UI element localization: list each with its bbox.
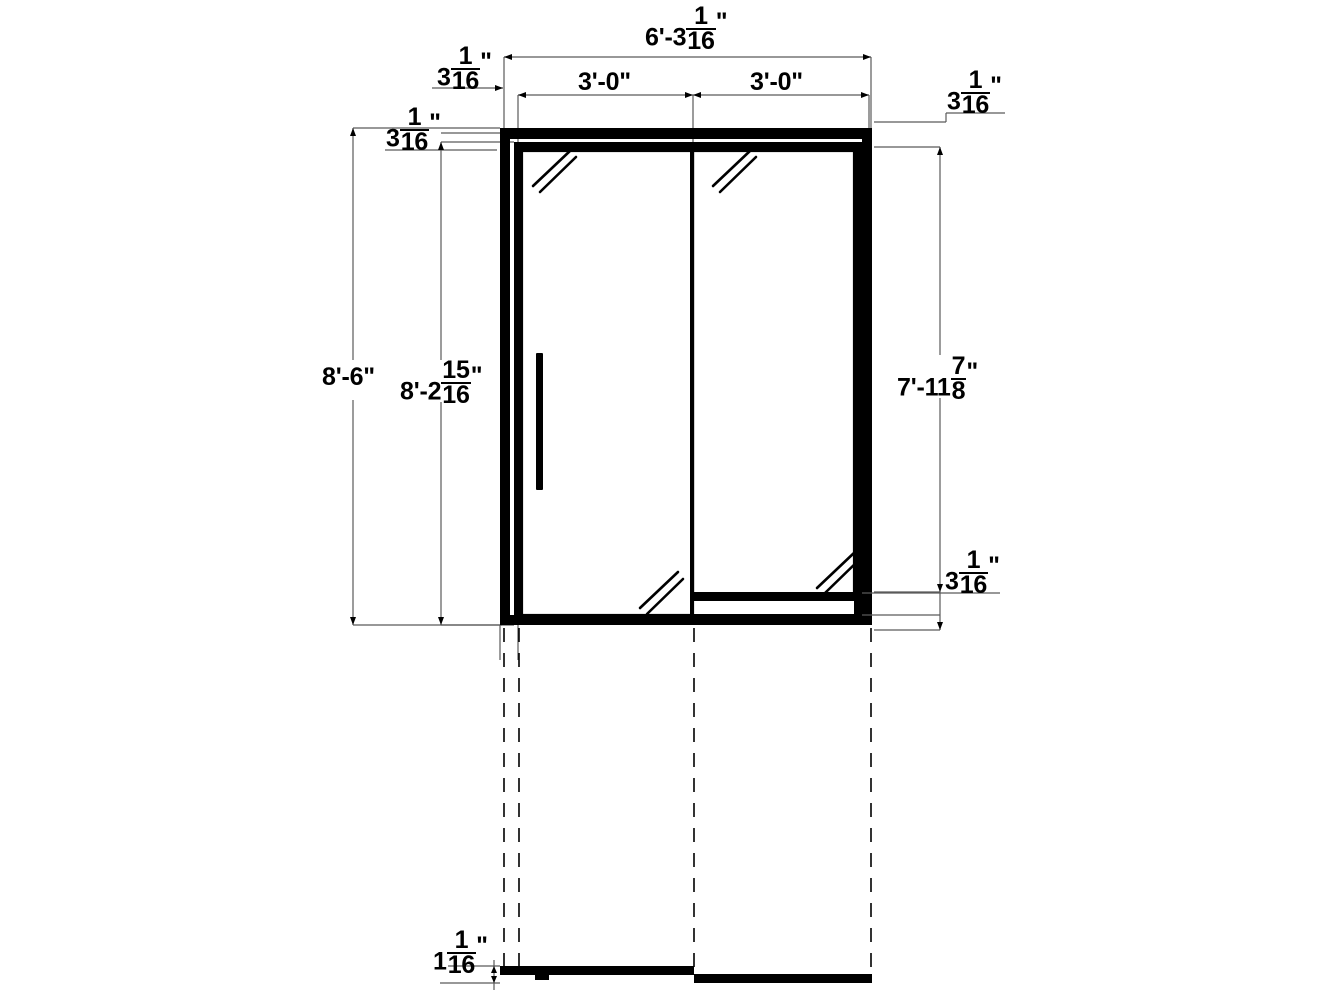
glass-hatch-left-top-1 — [531, 148, 573, 188]
projection-line-group — [503, 628, 872, 974]
bottom-rail-channel — [692, 599, 863, 616]
frame-sill — [500, 615, 872, 625]
center-stile — [690, 151, 694, 615]
floor-track-left — [500, 966, 694, 975]
arrow-panelR-right — [861, 92, 869, 98]
dim-rough-opening-height: 8'-6" — [322, 363, 375, 391]
left-glass-outline — [520, 149, 695, 617]
glass-hatch-group — [531, 148, 862, 616]
inner-frame — [514, 142, 862, 615]
bottom-rail — [693, 592, 862, 600]
dim-left-panel-width: 3'-0" — [578, 68, 631, 96]
floor-track-group — [500, 966, 872, 983]
arrow-right-top — [937, 147, 943, 155]
dimension-arrow-group — [350, 54, 943, 983]
arrow-track-bottom — [491, 976, 497, 983]
arrow-right-gap-bottom — [937, 622, 943, 630]
glass-hatch-right-top-1 — [711, 148, 753, 188]
frame-left-jamb — [500, 128, 510, 625]
hairline-group — [862, 592, 940, 616]
arrow-left-outer-bottom — [350, 617, 356, 625]
floor-track-stop — [535, 975, 549, 980]
floor-track-right — [694, 974, 872, 983]
dim-right-panel-width: 3'-0" — [750, 68, 803, 96]
dimension-line-group — [352, 56, 1005, 990]
inner-frame-top — [514, 142, 862, 151]
arrow-right-bottom — [937, 584, 943, 592]
arrow-left-inner-top — [438, 142, 444, 150]
glass-hatch-left-bot-2 — [645, 577, 685, 616]
glass-hatch-left-top-2 — [538, 155, 578, 194]
arrow-left-inner-bottom — [438, 617, 444, 625]
glass-hatch-right-top-2 — [718, 155, 758, 194]
right-glass-outline — [691, 149, 856, 597]
glass-hatch-right-bot-2 — [822, 557, 862, 596]
glass-hatch-right-bot-1 — [815, 550, 857, 590]
arrow-overall-right — [863, 54, 871, 60]
arrow-overall-left — [504, 54, 512, 60]
inner-frame-left — [514, 142, 522, 615]
door-handle[interactable] — [536, 353, 543, 490]
frame-right-jamb — [862, 128, 872, 625]
right-glass-panel[interactable] — [691, 149, 856, 597]
arrow-panelR-left — [693, 92, 701, 98]
arrow-left-outer-top — [350, 128, 356, 136]
outer-frame — [500, 128, 872, 625]
arrow-track-top — [491, 966, 497, 973]
arrow-topleft-gap — [495, 85, 503, 91]
inner-frame-right — [854, 142, 862, 615]
left-glass-panel[interactable] — [520, 149, 695, 617]
arrow-panelL-right — [685, 92, 693, 98]
glass-hatch-left-bot-1 — [638, 570, 680, 610]
frame-header — [500, 128, 872, 139]
arrow-panelL-left — [518, 92, 526, 98]
